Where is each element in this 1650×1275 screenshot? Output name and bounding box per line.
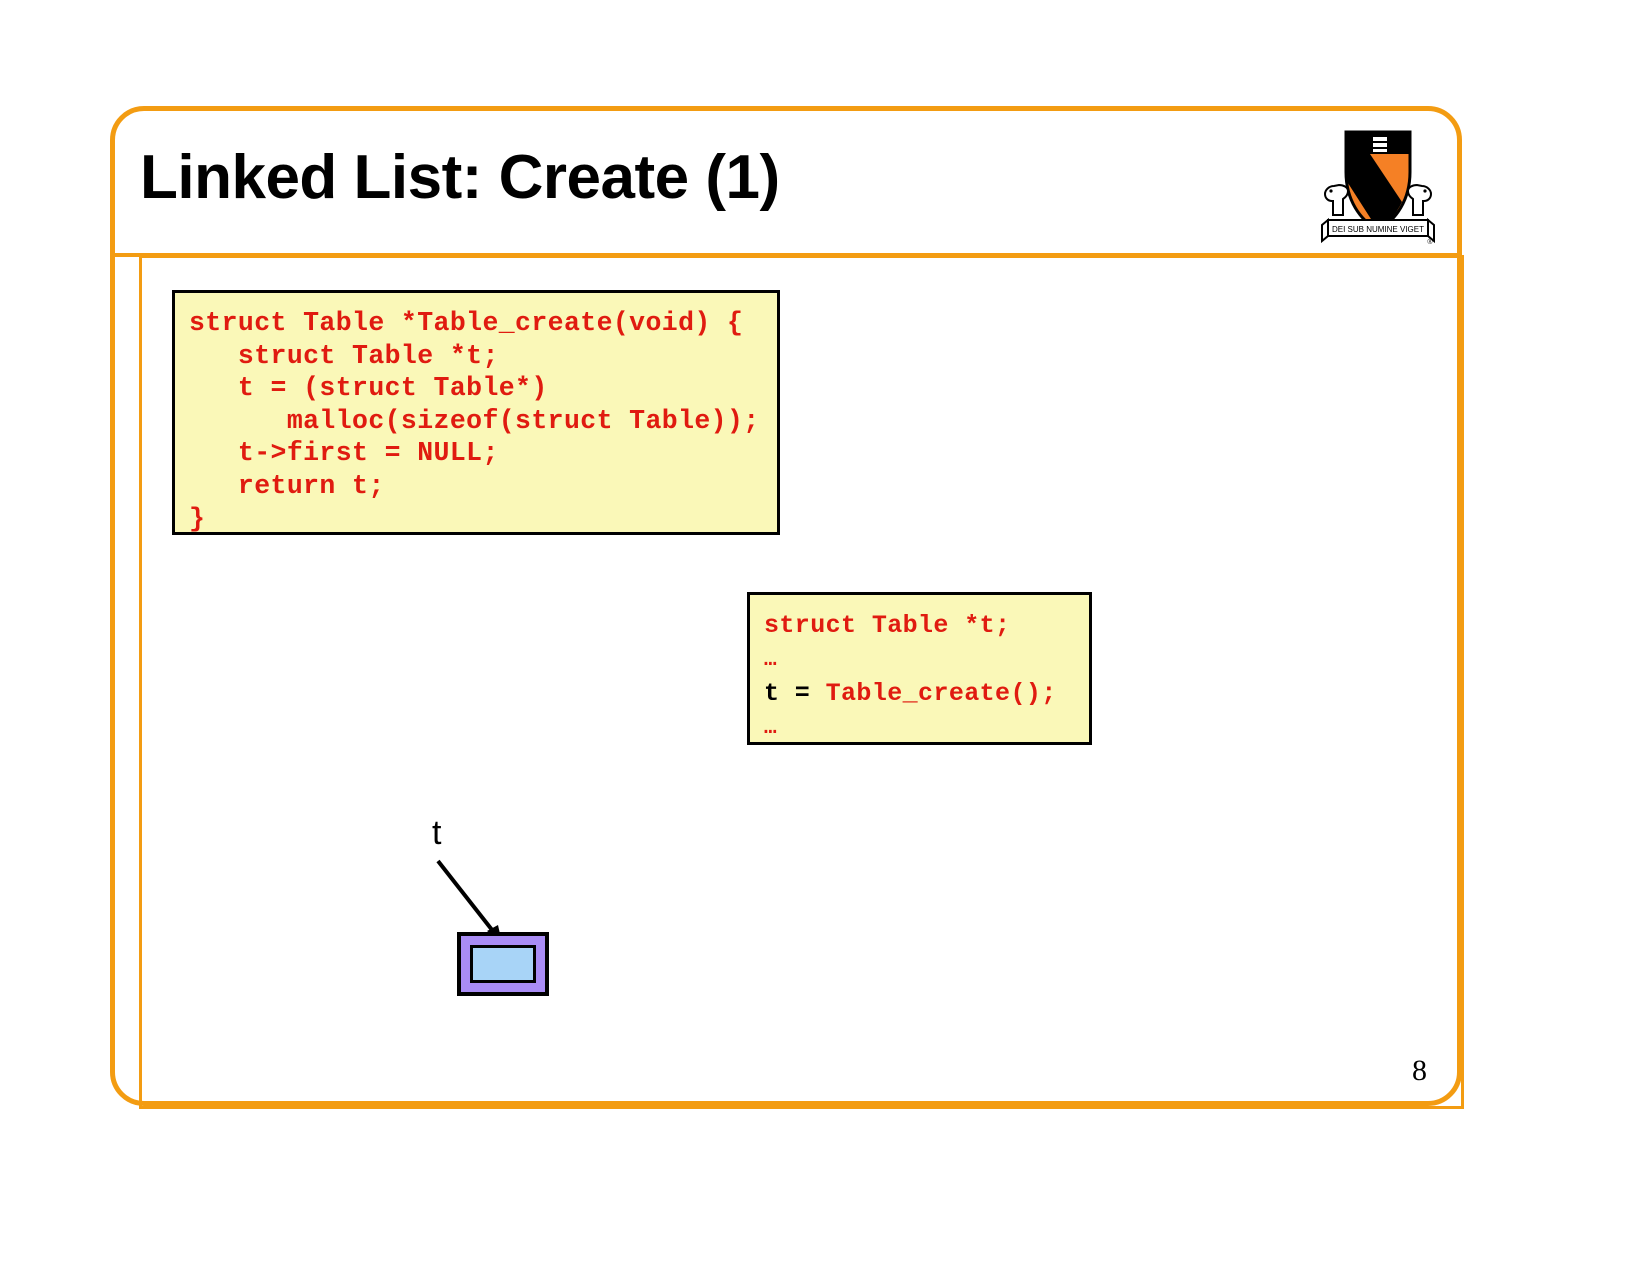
table-node-first-field — [470, 945, 536, 983]
code-line: t->first = NULL; — [189, 438, 499, 469]
code-token-call: Table_create(); — [825, 679, 1057, 708]
pointer-variable-label: t — [432, 814, 442, 852]
code-block-table-create: struct Table *Table_create(void) { struc… — [172, 290, 780, 535]
slide-outer-border — [110, 106, 1462, 1106]
code-line: struct Table *t; — [764, 611, 1011, 640]
code-line: t = (struct Table*) — [189, 373, 548, 404]
svg-text:®: ® — [1427, 238, 1433, 246]
code-line: } — [189, 503, 206, 534]
code-line: malloc(sizeof(struct Table)); — [189, 405, 760, 436]
code-line: struct Table *Table_create(void) { — [189, 308, 744, 338]
code-line-ellipsis: … — [764, 717, 778, 740]
code-token-assign-lhs: t = — [764, 679, 826, 708]
code-line: return t; — [189, 470, 385, 501]
code-line-ellipsis: … — [764, 649, 778, 672]
code-line: struct Table *t; — [189, 340, 499, 371]
slide-body-border — [139, 255, 1464, 1109]
code-block-client-usage: struct Table *t; … t = Table_create(); … — [747, 592, 1092, 745]
page-number: 8 — [1412, 1054, 1427, 1087]
svg-text:DEI SUB NUMINE VIGET: DEI SUB NUMINE VIGET — [1332, 225, 1424, 234]
page-title: Linked List: Create (1) — [140, 143, 780, 212]
princeton-shield-logo: DEI SUB NUMINE VIGET ® — [1318, 128, 1438, 246]
code-line-assignment: t = Table_create(); — [764, 679, 1057, 708]
table-node-outer — [457, 932, 549, 996]
